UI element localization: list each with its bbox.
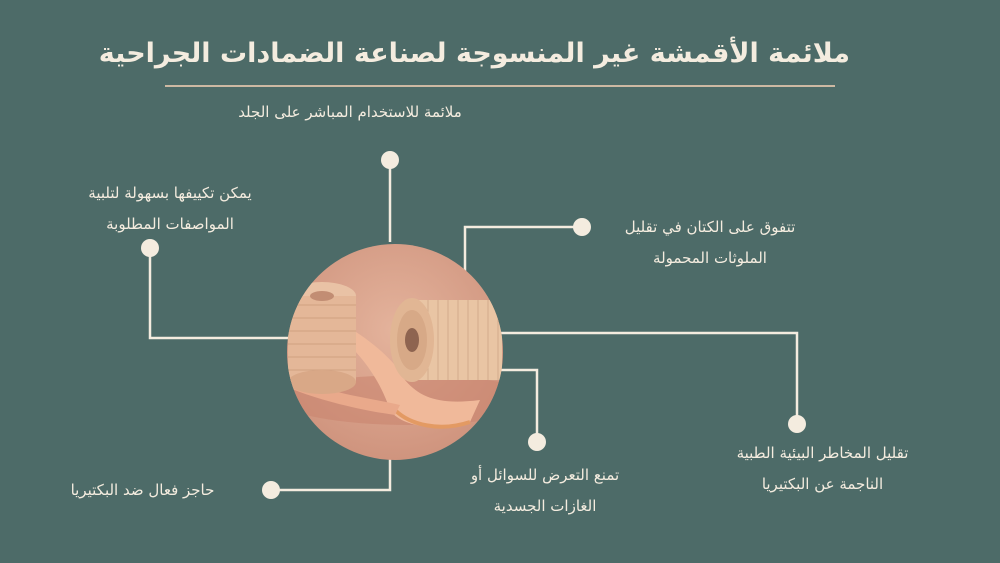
connector-fluids: [497, 368, 539, 440]
label-cotton: تتفوق على الكتان في تقليل الملوثات المحم…: [624, 218, 796, 267]
dot-cotton: [573, 218, 591, 236]
label-fluids: تمنع التعرض للسوائل أو الغازات الجسدية: [470, 466, 620, 515]
label-customize: يمكن تكييفها بسهولة لتلبية المواصفات الم…: [88, 184, 252, 233]
dot-fluids: [528, 433, 546, 451]
connector-customize: [148, 248, 290, 340]
page-title: ملائمة الأقمشة غير المنسوجة لصناعة الضما…: [98, 38, 850, 69]
connector-infection: [500, 331, 799, 422]
connector-cotton: [463, 225, 580, 272]
dot-infection: [788, 415, 806, 433]
bandage-rolls-image: [287, 244, 503, 460]
dot-direct-skin: [381, 151, 399, 169]
label-infection: تقليل المخاطر البيئية الطبية الناجمة عن …: [736, 444, 909, 493]
connector-barrier: [273, 455, 392, 492]
dot-barrier: [262, 481, 280, 499]
label-barrier: حاجز فعال ضد البكتيريا: [70, 481, 215, 499]
title-underline: [165, 85, 835, 87]
dot-customize: [141, 239, 159, 257]
label-direct-skin: ملائمة للاستخدام المباشر على الجلد: [238, 103, 462, 121]
